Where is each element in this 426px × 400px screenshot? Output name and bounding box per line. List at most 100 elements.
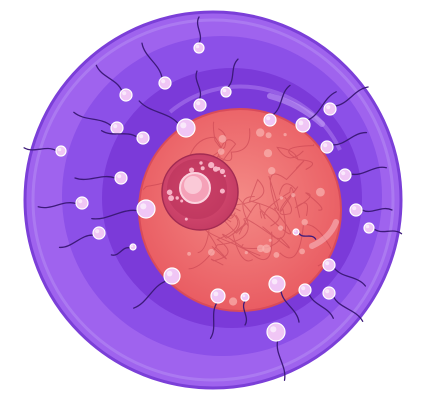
- filament: [222, 214, 273, 261]
- sperm-head: [292, 228, 300, 236]
- sperm-head-shine: [140, 203, 147, 210]
- sperm-cell: [133, 267, 181, 309]
- sperm-cell: [323, 86, 369, 116]
- sperm-head: [75, 196, 89, 210]
- sperm-head-shine: [195, 44, 200, 49]
- sperm-head: [322, 258, 336, 272]
- sperm-tail: [141, 42, 163, 79]
- sperm-head: [193, 98, 207, 112]
- sperm-head-shine: [131, 245, 134, 248]
- sperm-cell: [100, 130, 150, 145]
- chromatin-dot: [184, 217, 188, 221]
- sperm-cell: [91, 199, 156, 220]
- zona-glow-arc-2: [267, 93, 325, 127]
- sperm-tail: [332, 296, 364, 322]
- outer-ring-highlight: [31, 18, 395, 382]
- filament: [238, 202, 291, 235]
- granule: [265, 132, 272, 139]
- sperm-head: [295, 117, 311, 133]
- sperm-head: [266, 322, 286, 342]
- sperm-head-shine: [196, 101, 201, 106]
- granule: [218, 135, 227, 143]
- sperm-head: [158, 76, 172, 90]
- sperm-head: [323, 102, 337, 116]
- sperm-cell: [193, 16, 205, 54]
- sperm-tail: [37, 202, 77, 209]
- sperm-tail: [195, 70, 202, 100]
- granule: [316, 187, 325, 197]
- sperm-head: [338, 168, 352, 182]
- sperm-tail: [333, 267, 367, 287]
- sperm-cell: [322, 286, 364, 322]
- sperm-cell: [95, 64, 133, 102]
- sperm-tail: [138, 100, 179, 125]
- sperm-head: [55, 145, 67, 157]
- sperm-cell: [110, 243, 137, 256]
- sperm-tail: [209, 302, 218, 339]
- sperm-head: [114, 171, 128, 185]
- sperm-head: [119, 88, 133, 102]
- chromatin-dot: [219, 188, 225, 194]
- granule: [291, 193, 296, 198]
- sperm-head: [220, 86, 232, 98]
- filament: [278, 183, 297, 216]
- sperm-cell: [220, 58, 239, 98]
- sperm-head: [92, 226, 106, 240]
- sperm-tail: [196, 16, 202, 44]
- sperm-head-shine: [271, 278, 278, 285]
- sperm-tail: [280, 290, 300, 323]
- sperm-cell: [349, 203, 393, 217]
- sperm-head-shine: [266, 116, 271, 121]
- granule: [273, 252, 280, 258]
- filament: [243, 186, 299, 239]
- sperm-head: [298, 283, 312, 297]
- granule: [268, 238, 272, 242]
- sperm-head-shine: [341, 171, 346, 176]
- sperm-cell: [240, 292, 250, 326]
- sperm-tail: [298, 232, 317, 240]
- granule: [301, 219, 308, 226]
- sperm-cell: [141, 42, 172, 90]
- sperm-head: [349, 203, 363, 217]
- granule: [257, 244, 265, 253]
- granule: [278, 225, 284, 231]
- sperm-cell: [193, 70, 207, 112]
- sperm-head: [136, 131, 150, 145]
- sperm-head-shine: [270, 326, 277, 333]
- zona-glow-arc: [168, 84, 342, 151]
- granule: [279, 196, 284, 200]
- sperm-tail: [334, 86, 369, 107]
- filament: [188, 195, 255, 270]
- chromatin-dot: [200, 166, 205, 171]
- sperm-cell: [263, 84, 291, 127]
- sperm-tail: [242, 300, 248, 326]
- sperm-cell: [322, 258, 367, 287]
- nucleus: [161, 153, 239, 231]
- chromatin-dot: [223, 174, 226, 178]
- sperm-tail: [227, 58, 239, 88]
- cytoplasm-highlight: [309, 219, 339, 249]
- sperm-cell: [292, 228, 317, 240]
- sperm-head-shine: [325, 289, 330, 294]
- sperm-head-shine: [122, 91, 127, 96]
- sperm-head: [322, 286, 336, 300]
- chromatin-dot: [199, 161, 203, 165]
- sperm-head: [268, 275, 286, 293]
- granule: [262, 244, 271, 253]
- sperm-head-shine: [161, 79, 166, 84]
- filament: [259, 187, 301, 220]
- filament: [268, 160, 305, 211]
- granule: [263, 149, 273, 158]
- sperm-tail: [100, 130, 138, 138]
- sperm-head-shine: [78, 199, 83, 204]
- sperm-head-shine: [95, 229, 100, 234]
- sperm-head-shine: [294, 230, 297, 233]
- sperm-head-shine: [213, 291, 219, 297]
- sperm-tail: [276, 340, 286, 381]
- sperm-head-shine: [113, 124, 118, 129]
- chromatin-dot: [166, 189, 173, 196]
- filament: [295, 192, 323, 217]
- filament: [276, 146, 314, 170]
- sperm-tail: [91, 209, 138, 220]
